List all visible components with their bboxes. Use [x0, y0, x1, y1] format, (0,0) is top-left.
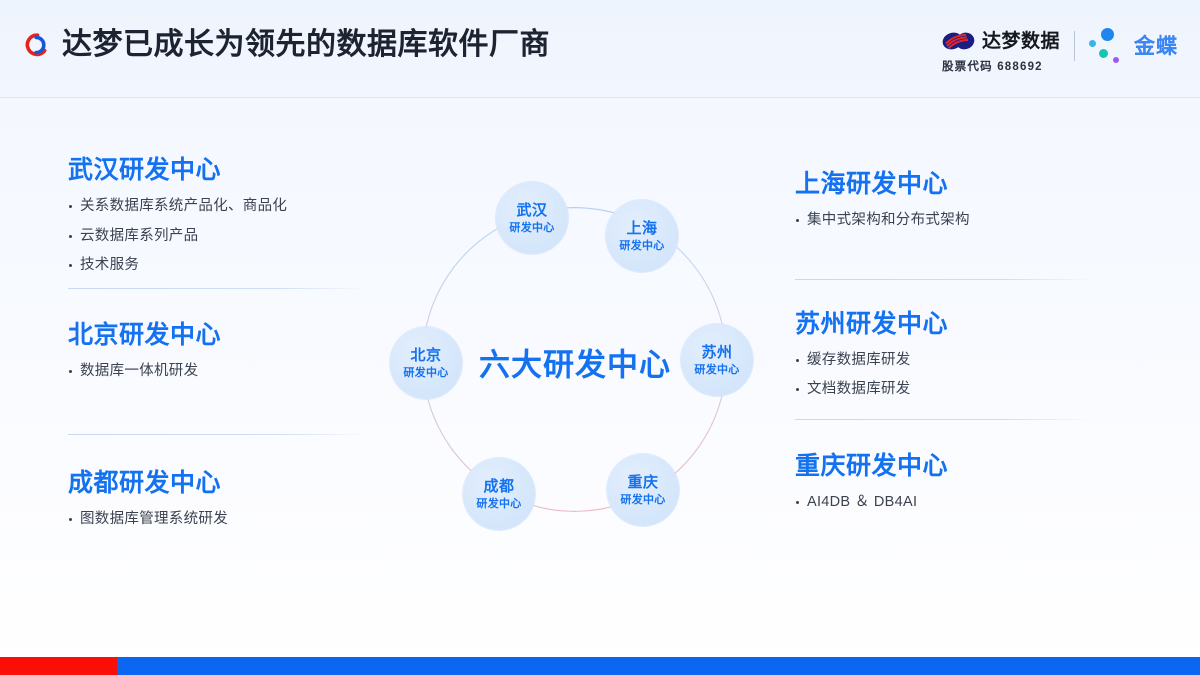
diagram-node-beijing: 北京 研发中心	[390, 327, 462, 399]
logo-separator	[1074, 31, 1075, 61]
dm-stock-code: 股票代码 688692	[942, 58, 1043, 74]
center-title: 武汉研发中心	[68, 156, 222, 184]
dm-stock-label: 股票代码	[941, 61, 993, 73]
diagram-ring	[422, 207, 727, 512]
dm-swoosh-icon	[942, 30, 976, 52]
node-sub: 研发中心	[694, 363, 740, 376]
list-item: 技术服务	[68, 258, 368, 273]
diagram-node-wuhan: 武汉 研发中心	[496, 182, 568, 254]
diagram-node-chengdu: 成都 研发中心	[463, 458, 535, 530]
center-title: 重庆研发中心	[795, 451, 949, 480]
center-title: 北京研发中心	[68, 320, 222, 349]
node-sub: 研发中心	[509, 221, 555, 234]
node-city: 北京	[410, 346, 442, 364]
node-city: 重庆	[627, 473, 659, 491]
section-divider	[68, 434, 368, 435]
footer-bar-blue	[117, 657, 1200, 675]
kingdee-logo: 金蝶	[1089, 26, 1178, 66]
node-city: 苏州	[701, 343, 733, 361]
node-sub: 研发中心	[403, 366, 449, 379]
page-title: 达梦已成长为领先的数据库软件厂商	[62, 28, 550, 61]
title-block: 达梦已成长为领先的数据库软件厂商	[22, 30, 550, 60]
center-bullet-list: 数据库一体机研发	[68, 363, 368, 379]
kingdee-dots-icon	[1089, 26, 1125, 66]
footer-accent-bar	[0, 657, 1200, 675]
section-divider	[795, 418, 1095, 420]
center-block-suzhou: 苏州研发中心 缓存数据库研发 文档数据库研发	[795, 309, 1095, 397]
list-item: 关系数据库系统产品化、商品化	[68, 199, 368, 214]
list-item: 图数据库管理系统研发	[68, 512, 368, 527]
node-sub: 研发中心	[619, 239, 665, 252]
center-block-wuhan: 武汉研发中心 关系数据库系统产品化、商品化 云数据库系列产品 技术服务	[68, 158, 368, 273]
center-bullet-list: AI4DB ＆ DB4AI	[795, 494, 1095, 510]
left-column: 武汉研发中心 关系数据库系统产品化、商品化 云数据库系列产品 技术服务 北京研发…	[68, 158, 368, 542]
node-sub: 研发中心	[620, 493, 666, 506]
rnd-centers-diagram: 六大研发中心 武汉 研发中心 上海 研发中心 苏州 研发中心 重庆 研发中心 成…	[390, 182, 760, 542]
list-item: 缓存数据库研发	[795, 352, 1095, 368]
diagram-node-suzhou: 苏州 研发中心	[681, 324, 753, 396]
list-item: 数据库一体机研发	[68, 363, 368, 379]
node-city: 武汉	[516, 201, 548, 219]
dm-stock-number: 688692	[997, 61, 1043, 73]
diagram-node-shanghai: 上海 研发中心	[606, 200, 678, 272]
center-block-chengdu: 成都研发中心 图数据库管理系统研发	[68, 471, 368, 527]
node-sub: 研发中心	[476, 497, 522, 510]
node-city: 成都	[483, 477, 515, 495]
dm-circular-arrows-icon	[22, 30, 52, 60]
list-item: AI4DB ＆ DB4AI	[795, 494, 1095, 510]
center-bullet-list: 集中式架构和分布式架构	[795, 213, 1095, 228]
list-item: 文档数据库研发	[795, 382, 1095, 397]
center-block-beijing: 北京研发中心 数据库一体机研发	[68, 320, 368, 379]
footer-bar-red	[0, 657, 117, 675]
header-divider	[0, 97, 1200, 98]
diagram-hub-label: 六大研发中心	[479, 347, 671, 383]
center-block-shanghai: 上海研发中心 集中式架构和分布式架构	[795, 172, 1095, 228]
list-item: 云数据库系列产品	[68, 228, 368, 244]
center-title: 苏州研发中心	[795, 309, 949, 338]
slide-header: 达梦已成长为领先的数据库软件厂商 达梦数据	[0, 0, 1200, 98]
center-title: 成都研发中心	[68, 469, 222, 497]
center-bullet-list: 图数据库管理系统研发	[68, 512, 368, 527]
dm-logo-name: 达梦数据	[981, 30, 1060, 52]
node-city: 上海	[626, 219, 658, 237]
center-bullet-list: 关系数据库系统产品化、商品化 云数据库系列产品 技术服务	[68, 199, 368, 273]
section-divider	[68, 287, 368, 289]
kingdee-logo-name: 金蝶	[1134, 34, 1178, 58]
center-block-chongqing: 重庆研发中心 AI4DB ＆ DB4AI	[795, 451, 1095, 510]
section-divider	[795, 278, 1095, 280]
diagram-node-chongqing: 重庆 研发中心	[607, 454, 679, 526]
right-column: 上海研发中心 集中式架构和分布式架构 苏州研发中心 缓存数据库研发 文档数据库研…	[795, 158, 1095, 524]
dm-logo: 达梦数据 股票代码 688692	[942, 30, 1060, 74]
center-bullet-list: 缓存数据库研发 文档数据库研发	[795, 352, 1095, 397]
list-item: 集中式架构和分布式架构	[795, 213, 1095, 228]
center-title: 上海研发中心	[795, 170, 949, 198]
logo-group: 达梦数据 股票代码 688692 金蝶	[942, 26, 1178, 78]
